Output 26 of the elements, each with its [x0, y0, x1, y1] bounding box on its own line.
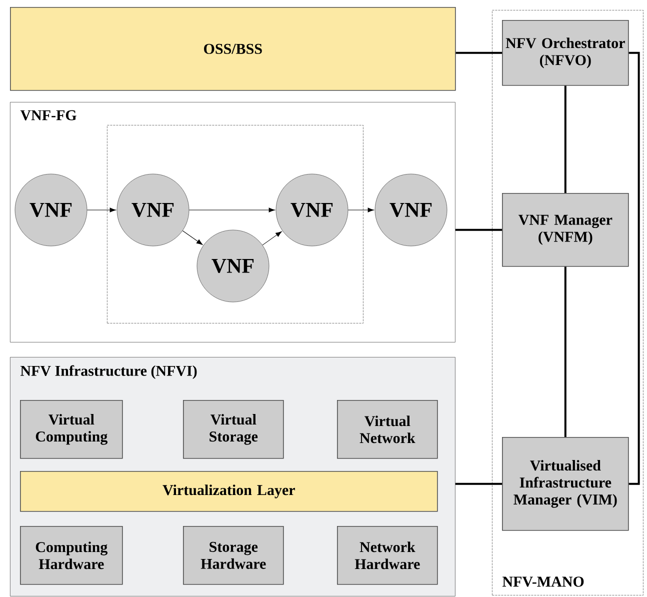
function-box: NFV Orchestrator (NFVO) [502, 20, 629, 86]
component-box: Computing Hardware [20, 526, 123, 585]
dashed-box [107, 125, 364, 324]
group-heading: NFV Infrastructure (NFVI) [20, 365, 197, 379]
oss-bss-box: OSS/BSS [10, 7, 456, 91]
arrow [86, 208, 116, 212]
component-box: Network Hardware [337, 526, 438, 585]
component-box: Virtual Network [337, 400, 438, 459]
arrow [262, 231, 282, 246]
connector-line [564, 266, 566, 437]
component-box: Virtual Computing [20, 400, 123, 459]
group-heading: NFV-MANO [502, 576, 584, 587]
arrow [182, 230, 203, 245]
connector-line [455, 228, 502, 231]
arrow [348, 208, 374, 212]
connector-line [455, 482, 502, 485]
connector-line [564, 86, 566, 193]
function-box: VNF Manager (VNFM) [502, 193, 629, 267]
connector-line [456, 52, 502, 54]
component-box: Virtual Storage [183, 400, 284, 459]
component-box: Storage Hardware [183, 526, 284, 585]
function-box: Virtualised Infrastructure Manager (VIM) [502, 437, 629, 531]
connector-line [628, 52, 640, 485]
arrow [188, 208, 275, 212]
layer-box: Virtualization Layer [20, 471, 438, 512]
group-heading: VNF-FG [20, 110, 76, 120]
